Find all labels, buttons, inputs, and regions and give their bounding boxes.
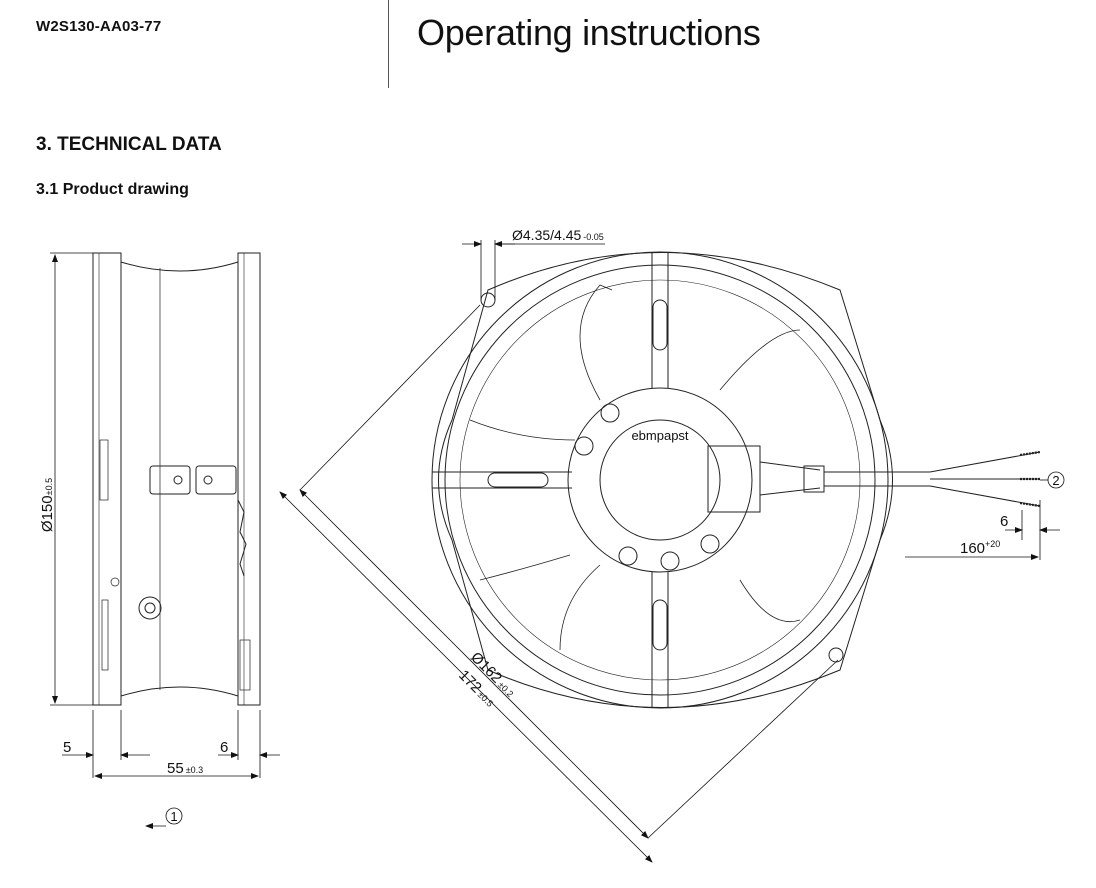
side-view — [92, 252, 261, 706]
callout-1: 1 — [170, 809, 177, 824]
document-title: Operating instructions — [417, 12, 761, 53]
brand-logo: ebmpapst — [631, 428, 688, 443]
side-view-dimensions — [50, 252, 280, 829]
front-view — [431, 251, 1041, 709]
front-view-dimensions — [279, 240, 1065, 863]
subsection-heading: 3.1 Product drawing — [36, 181, 189, 198]
header-divider — [388, 0, 389, 88]
dim-depth-55: 55±0.3 — [167, 760, 203, 777]
dim-diameter-150: Ø150±0.5 — [39, 478, 56, 532]
dim-hole-diameter: Ø4.35/4.45-0.05 — [512, 227, 604, 243]
callout-2: 2 — [1052, 473, 1059, 488]
dim-lead-strip: 6 — [1000, 513, 1008, 530]
dim-right-flange: 6 — [220, 739, 228, 756]
dim-left-flange: 5 — [63, 739, 71, 756]
dim-lead-length: 160+20 — [960, 539, 1000, 557]
model-number: W2S130-AA03-77 — [36, 18, 162, 35]
section-heading: 3. TECHNICAL DATA — [36, 134, 222, 155]
